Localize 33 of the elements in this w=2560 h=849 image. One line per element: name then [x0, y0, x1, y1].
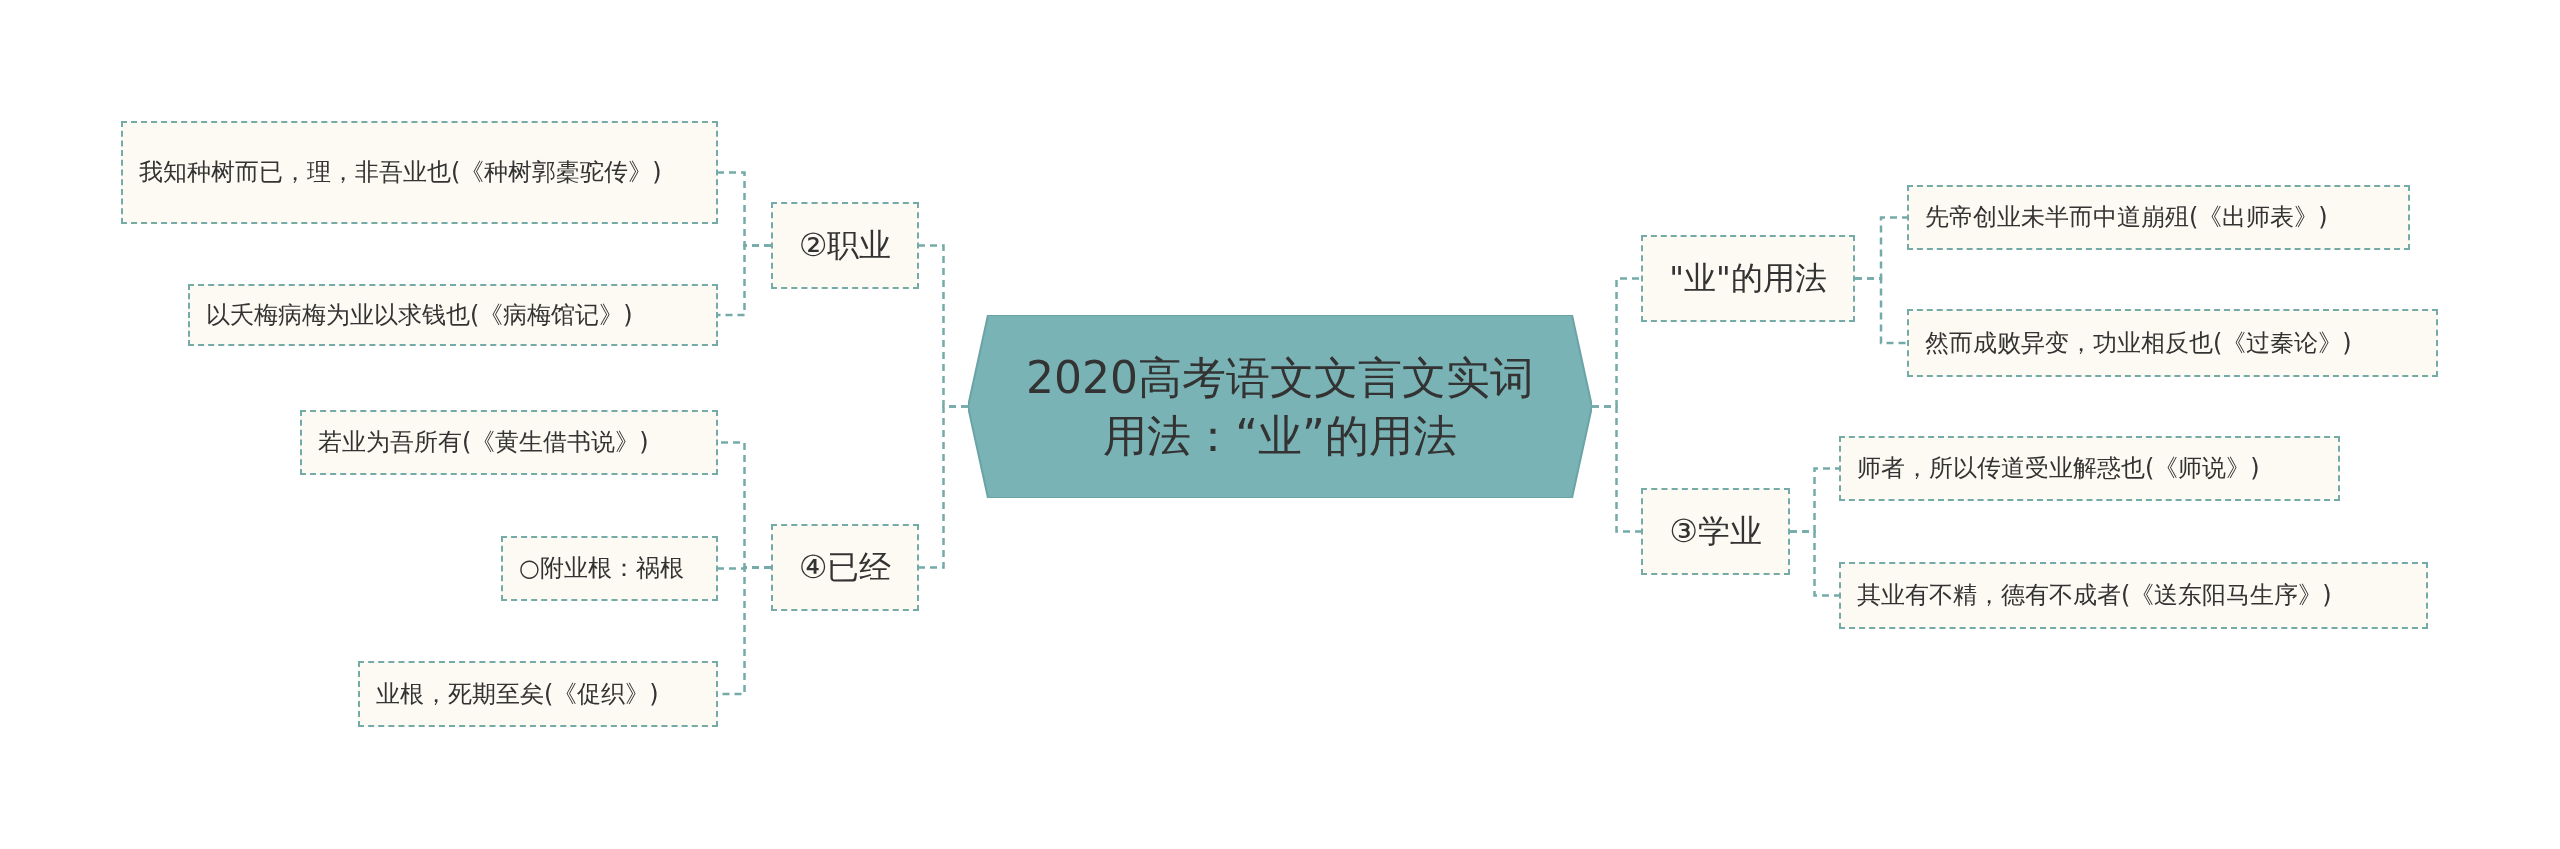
node-text: ○附业根：祸根	[519, 553, 684, 585]
node-text: 师者，所以传道受业解惑也(《师说》)	[1857, 453, 2260, 485]
branch-topic-box	[1641, 488, 1790, 575]
node-text: 然而成败异变，功业相反也(《过秦论》)	[1925, 327, 2352, 359]
example-sentence-box	[1839, 436, 2340, 501]
example-sentence-box	[1907, 309, 2438, 377]
node-text: 其业有不精，德有不成者(《送东阳马生序》)	[1857, 580, 2332, 612]
node-text: ②职业	[798, 224, 892, 266]
example-sentence-box	[1839, 562, 2428, 629]
node-text: 业根，死期至矣(《促织》)	[376, 678, 659, 710]
branch-topic-box	[1641, 235, 1855, 322]
example-sentence-box	[188, 284, 718, 346]
connector-line	[718, 244, 771, 317]
branch-topic-box	[771, 524, 919, 611]
connector-line	[1592, 405, 1641, 533]
node-text: 若业为吾所有(《黄生借书说》)	[318, 427, 649, 459]
example-sentence-box	[358, 661, 718, 727]
node-text: ③学业	[1669, 510, 1762, 552]
example-sentence-box	[501, 536, 718, 601]
node-text: 先帝创业未半而中道崩殂(《出师表》)	[1925, 202, 2328, 234]
node-text: "业"的用法	[1669, 257, 1827, 299]
root-topic-hexagon	[968, 315, 1592, 498]
connector-line	[1855, 277, 1907, 345]
example-sentence-box	[1907, 185, 2410, 250]
connector-line	[1790, 530, 1839, 597]
node-text: 我知种树而已，理，非吾业也(《种树郭橐驼传》)	[139, 157, 662, 189]
example-sentence-box	[121, 121, 718, 224]
example-sentence-box	[300, 410, 718, 475]
connector-line	[919, 405, 968, 569]
branch-topic-box	[771, 202, 919, 289]
node-text: 以夭梅病梅为业以求钱也(《病梅馆记》)	[206, 299, 633, 331]
node-text: ④已经	[798, 546, 892, 588]
node-text: 2020高考语文文言文实词用法：“业”的用法	[1025, 351, 1535, 463]
